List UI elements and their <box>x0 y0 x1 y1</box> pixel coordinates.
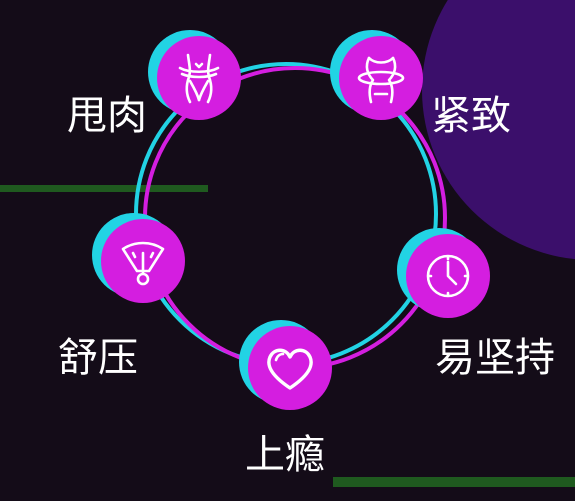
node-disc <box>157 36 241 120</box>
label-stress-relief: 舒压 <box>58 335 138 381</box>
node-disc <box>248 326 332 410</box>
node-clock <box>397 228 497 328</box>
scale-gauge-icon <box>121 241 165 286</box>
node-heart <box>239 320 339 420</box>
body-slim-icon <box>178 53 220 104</box>
clock-icon <box>426 254 470 298</box>
label-easy-to-stick: 易坚持 <box>435 335 555 381</box>
waist-measure-icon <box>357 56 405 104</box>
label-addictive: 上瘾 <box>245 432 325 478</box>
background-green-bar-bottom <box>333 477 575 487</box>
node-disc <box>406 234 490 318</box>
background-green-bar-left <box>0 185 208 192</box>
node-disc <box>339 36 423 120</box>
node-scale-gauge <box>92 213 192 313</box>
label-firming: 紧致 <box>431 93 511 139</box>
label-slim-body: 甩肉 <box>67 93 147 139</box>
node-slim-body <box>148 30 248 130</box>
node-disc <box>101 219 185 303</box>
heart-icon <box>267 348 313 390</box>
node-waist-measure <box>330 30 430 130</box>
